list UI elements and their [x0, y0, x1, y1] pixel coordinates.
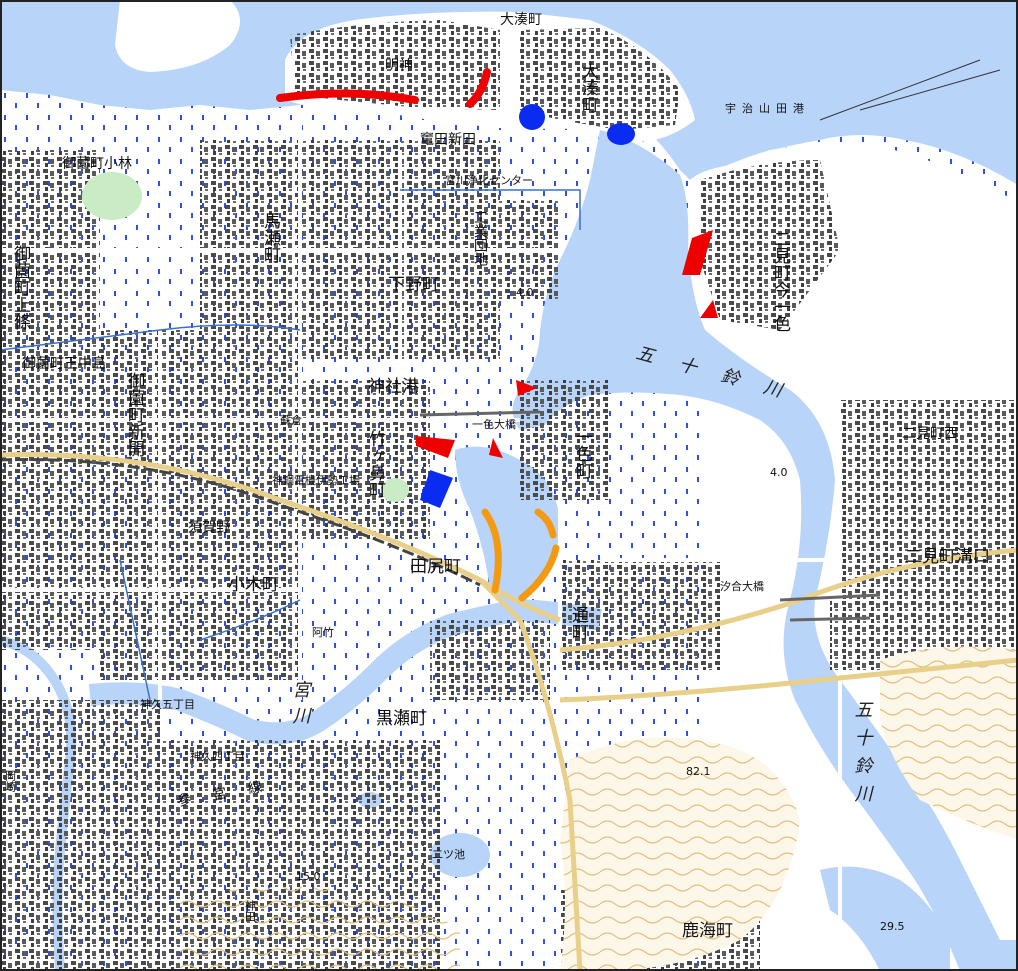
label-kamiku-5: 神久五丁目	[140, 697, 195, 711]
minor-roads	[0, 120, 842, 971]
spot-height-1: 4.0	[516, 286, 534, 299]
label-misono-shinkai: 御薗町新開	[124, 372, 145, 458]
label-misono-kamijo: 御薗町上條	[10, 245, 31, 331]
label-sanbashi: 汐合大橋	[720, 579, 764, 593]
label-isuzu-gawa-lower: 五十鈴川	[852, 700, 873, 812]
label-isshiki-bridge: 一色大橋	[472, 417, 516, 431]
spot-height-4: 15.0	[296, 870, 321, 883]
label-futami-nishi: 二見町西	[902, 426, 958, 442]
label-ominato-top: 大湊町	[500, 11, 542, 28]
red-isshiki-north	[516, 380, 537, 396]
label-isshiki: 一色町	[572, 428, 593, 479]
blue-canal	[0, 189, 581, 701]
label-misono-kobayashi: 御薗町小林	[62, 156, 132, 172]
sangu-railway	[0, 458, 481, 587]
miya-river-mouth	[820, 866, 950, 971]
label-futami-imaichiki: 二見町今一色	[770, 230, 791, 332]
label-ominato: 大湊町	[578, 62, 599, 113]
red-shore-ominato	[466, 68, 491, 108]
label-sugano: 須賀野	[188, 520, 230, 536]
label-tajiri: 田尻町	[410, 557, 461, 577]
label-kashima: 鹿海町	[682, 921, 733, 941]
blue-block-tajiri	[420, 470, 453, 508]
blue-circle-1	[519, 104, 545, 130]
orange-arc-south	[518, 544, 560, 602]
label-sokura: 蘇倉	[280, 413, 302, 427]
spot-height-3: 82.1	[686, 765, 711, 778]
north-island	[115, 0, 240, 72]
kashima-contours	[560, 737, 800, 971]
label-kogyodanchi: 工業団地	[472, 210, 488, 266]
orange-arc-west	[481, 508, 502, 594]
forest-patch	[82, 172, 142, 220]
red-futami-2	[700, 300, 718, 318]
red-markers	[276, 68, 718, 458]
label-kamiyashiro-ko: 神社港	[368, 377, 419, 397]
forest-patch-2	[381, 478, 409, 502]
south-hills	[180, 886, 460, 971]
orange-markers	[481, 508, 560, 602]
label-futatsuike: 二ツ池	[432, 848, 465, 861]
label-taoyoshi: 竃田新田	[420, 131, 476, 148]
east-contours	[880, 646, 1018, 840]
red-bridge-east	[489, 438, 503, 458]
bridge-isshiki	[419, 410, 541, 417]
red-takegahana	[416, 436, 455, 458]
label-miya-gawa: 宮川	[290, 680, 311, 732]
label-ago: 阿竹	[312, 625, 334, 639]
isuzu-river-estuary	[512, 130, 1018, 971]
label-okazaki: 岡崎	[4, 770, 17, 792]
spot-height-2: 4.0	[770, 466, 788, 479]
label-port: 宇治山田港	[725, 101, 810, 115]
futatsuike-pond	[430, 833, 490, 877]
label-futami-mizoguchi: 二見町溝口	[905, 547, 990, 567]
label-kurose: 黒瀬町	[376, 709, 427, 729]
label-factory: 神鋼電機伊勢工場	[272, 473, 360, 487]
orange-arc-east	[534, 508, 557, 539]
blue-markers	[420, 104, 635, 508]
blue-circle-2	[607, 123, 635, 145]
spot-height-5: 29.5	[880, 920, 905, 933]
red-shore-myojin	[276, 89, 419, 104]
label-kamiku-4: 神久四丁目	[190, 749, 245, 763]
label-takegahana: 竹ヶ鼻町	[365, 430, 386, 498]
spot-heights: 4.0 4.0 82.1 15.0 29.5	[296, 286, 905, 933]
label-myojin: 明神	[385, 58, 413, 74]
label-kamita: 神田	[244, 899, 257, 922]
label-shimono: 下野町	[388, 275, 439, 295]
label-kiyacho: 小木町	[228, 575, 279, 595]
label-dori: 通町	[568, 606, 589, 640]
bridge-shiogo	[779, 593, 881, 622]
label-mase: 馬瀬町	[260, 212, 281, 263]
label-jokasen: 宮川浄化センター	[445, 173, 533, 187]
label-misono-oshinaka: 御薗町王中島	[22, 356, 106, 372]
port-breakwater	[819, 59, 1001, 121]
red-futami-1	[682, 230, 713, 275]
